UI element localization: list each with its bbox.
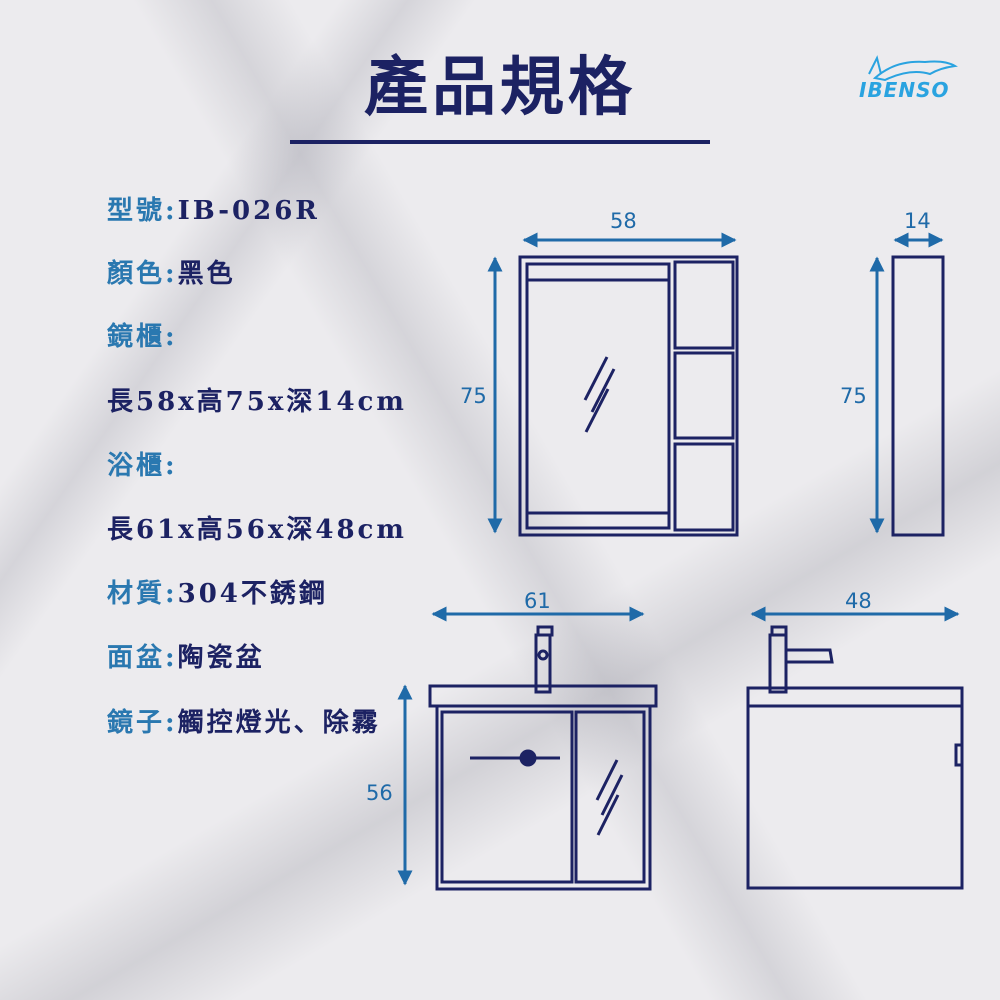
- spec-mirror: 鏡子:觸控燈光、除霧: [107, 708, 381, 738]
- spec-model: 型號:IB-026R: [107, 196, 320, 226]
- title-divider: [290, 140, 710, 144]
- vanity-depth-label: 48: [845, 589, 872, 613]
- vanity-width-label: 61: [524, 589, 551, 613]
- spec-vanity-size: 長61x高56x深48cm: [107, 515, 407, 545]
- mirror-cabinet-side: [891, 255, 945, 537]
- brand-name: IBENSO: [859, 78, 950, 102]
- mirror-depth-label: 14: [904, 209, 931, 233]
- vanity-front: [428, 625, 658, 891]
- mirror-side-height-label: 75: [840, 384, 867, 408]
- page-title: 產品規格: [364, 50, 636, 125]
- vanity-side: [746, 625, 964, 890]
- spec-mirror-cabinet: 鏡櫃:: [107, 322, 178, 352]
- spec-vanity: 浴櫃:: [107, 451, 178, 481]
- dolphin-icon: [868, 55, 958, 82]
- brand-logo: IBENSO: [855, 52, 965, 108]
- mirror-height-label: 75: [460, 384, 487, 408]
- mirror-cabinet-front: [518, 255, 739, 537]
- vanity-height-label: 56: [366, 781, 393, 805]
- spec-material: 材質:304不銹鋼: [107, 579, 328, 609]
- spec-basin: 面盆:陶瓷盆: [107, 643, 265, 673]
- spec-mirror-cabinet-size: 長58x高75x深14cm: [107, 387, 407, 417]
- spec-color: 顏色:黑色: [107, 259, 236, 289]
- mirror-width-label: 58: [610, 209, 637, 233]
